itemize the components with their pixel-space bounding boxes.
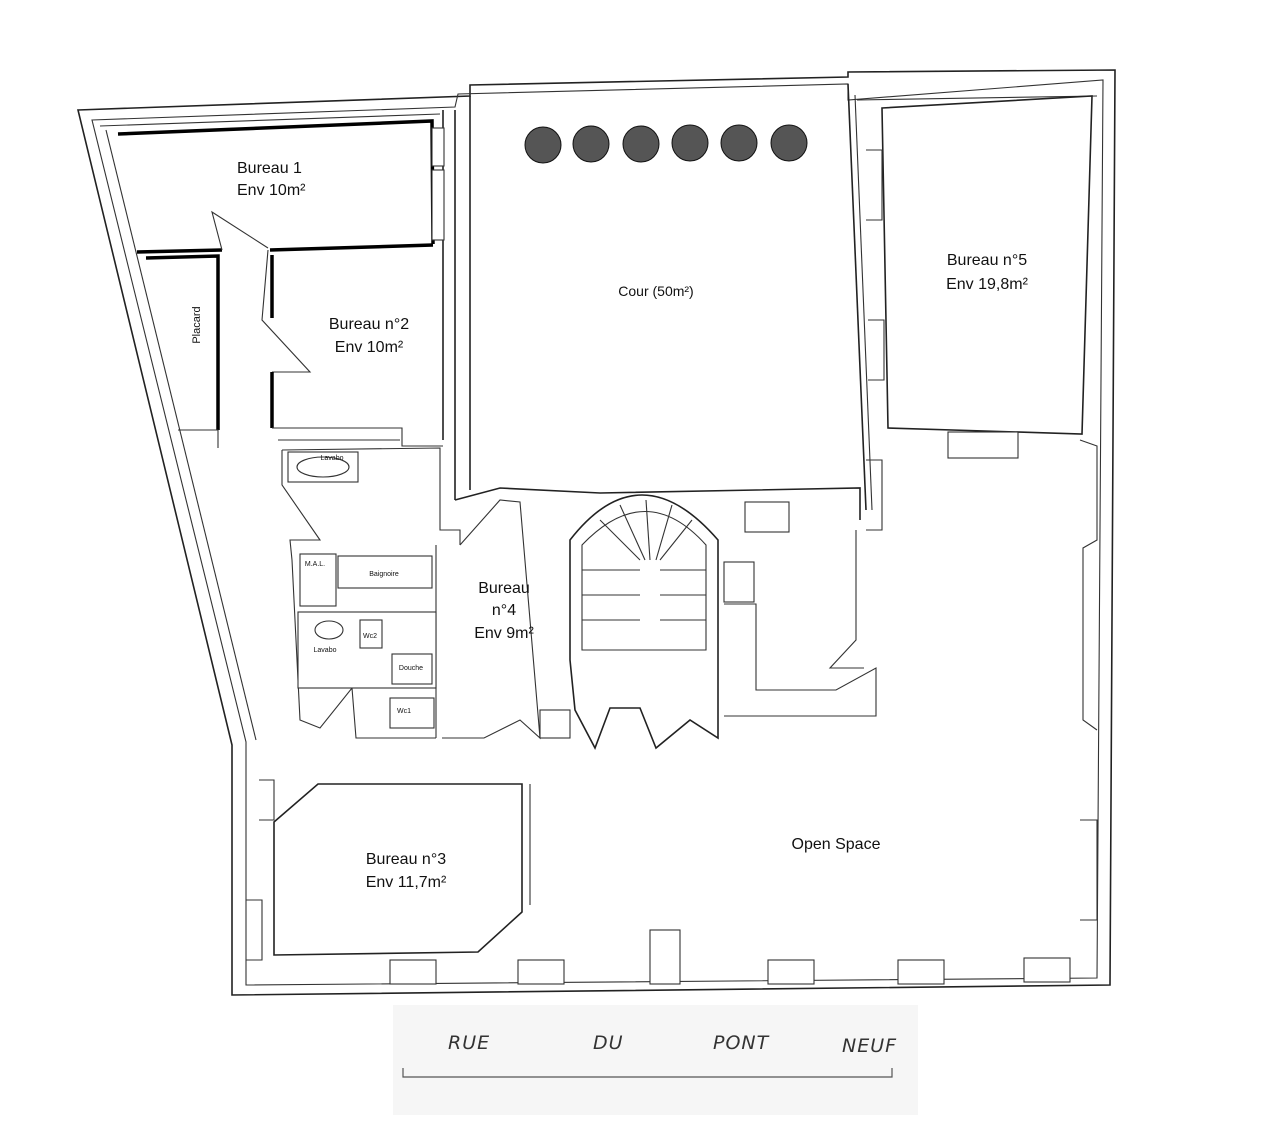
tree-icon: [622, 125, 660, 163]
bureau4-line2: n°4: [492, 602, 516, 619]
street-word-rue: RUE: [448, 1032, 490, 1054]
street-word-neuf: NEUF: [842, 1035, 897, 1057]
street-word-pont: PONT: [713, 1032, 770, 1054]
tree-icon: [770, 124, 808, 162]
tree-icon: [671, 124, 709, 162]
courtyard: [469, 83, 873, 511]
fixture-labels: Lavabo M.A.L. Baignoire Lavabo Wc2 Douch…: [305, 455, 423, 715]
street-underline: [402, 1068, 893, 1078]
cour-label: Cour (50m²): [618, 283, 693, 299]
room-labels: Bureau 1 Env 10m² Bureau n°2 Env 10m² Pl…: [191, 160, 1029, 891]
tree-icon: [572, 125, 610, 163]
street-name: RUE DU PONT NEUF: [402, 1032, 897, 1078]
central-walls: [442, 487, 877, 750]
wc2-label: Wc2: [363, 633, 377, 640]
bureau4-area: Env 9m²: [474, 625, 534, 642]
bureau5-name: Bureau n°5: [947, 252, 1027, 269]
bureau5-walls: [866, 95, 1093, 531]
lavabo-bottom-label: Lavabo: [314, 647, 337, 654]
placard-label: Placard: [191, 306, 203, 343]
bureau3-area: Env 11,7m²: [366, 874, 447, 891]
bureau4-line1: Bureau: [478, 580, 530, 597]
mal-label: M.A.L.: [305, 561, 325, 568]
bathroom-block: [281, 447, 461, 739]
street-word-du: DU: [593, 1032, 624, 1054]
bureau2-name: Bureau n°2: [329, 316, 409, 333]
lavabo-top-label: Lavabo: [321, 455, 344, 462]
bureau5-area: Env 19,8m²: [946, 276, 1028, 293]
exterior-walls: [76, 69, 1116, 996]
baignoire-label: Baignoire: [369, 571, 399, 578]
douche-label: Douche: [399, 665, 423, 672]
bureau1-area: Env 10m²: [237, 182, 306, 199]
tree-icon: [720, 124, 758, 162]
tree-icon: [524, 126, 562, 164]
street-band: [393, 1005, 918, 1115]
left-block-walls: [117, 110, 456, 500]
lower-walls: [246, 439, 1098, 985]
wc1-label: Wc1: [397, 708, 411, 715]
bureau1-name: Bureau 1: [237, 160, 302, 177]
open-space-label: Open Space: [792, 836, 881, 853]
bureau2-area: Env 10m²: [335, 339, 404, 356]
bureau3-name: Bureau n°3: [366, 851, 446, 868]
